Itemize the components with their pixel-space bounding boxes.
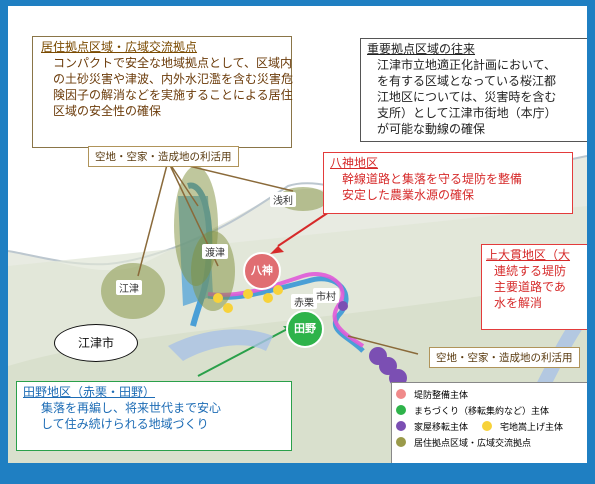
legend-row-base: 居住拠点区域・広域交流拠点 bbox=[396, 434, 587, 450]
city-label: 江津市 bbox=[54, 324, 138, 362]
legend-label-base: 居住拠点区域・広域交流拠点 bbox=[414, 438, 532, 449]
map-panel: 居住拠点区域・広域交流拠点 コンパクトで安全な地域拠点として、区域内 の土砂災害… bbox=[8, 6, 587, 463]
legend-label-raise: 宅地嵩上げ主体 bbox=[500, 422, 564, 433]
kamiouki-line-1: 連続する堤防 bbox=[494, 264, 567, 278]
juyo-line-4: 支所）として江津市街地（本庁） bbox=[377, 106, 557, 120]
hachigami-title: 八神地区 bbox=[330, 156, 379, 170]
hachigami-box: 八神地区 幹線道路と集落を守る堤防を整備 安定した農業水源の確保 bbox=[323, 152, 573, 214]
kyoju-line-4: 区域の安全性の確保 bbox=[53, 104, 162, 118]
juyo-line-2: を有する区域となっている桜江都 bbox=[377, 74, 557, 88]
kyoju-line-1: コンパクトで安全な地域拠点として、区域内 bbox=[53, 56, 293, 70]
land-use-note-right: 空地・空家・造成地の利活用 bbox=[429, 347, 580, 368]
levee-marker-icon bbox=[396, 389, 406, 399]
kyoju-line-3: 険因子の解消などを実施することによる居住 bbox=[53, 88, 293, 102]
kamiouki-line-2: 主要道路であ bbox=[494, 280, 566, 294]
place-gotsu: 江津 bbox=[116, 280, 142, 295]
relocation-marker-icon bbox=[396, 421, 406, 431]
kamiouki-line-3: 水を解消 bbox=[494, 296, 543, 310]
land-use-note-top: 空地・空家・造成地の利活用 bbox=[88, 146, 239, 167]
kamiouki-box: 上大貫地区（大 連続する堤防 主要道路であ 水を解消 bbox=[481, 244, 587, 330]
raise-marker-icon bbox=[482, 421, 493, 431]
hachigami-marker: 八神 bbox=[243, 252, 281, 290]
place-akaguri: 赤栗 bbox=[291, 294, 317, 309]
kyoju-kyoten-title: 居住拠点区域・広域交流拠点 bbox=[41, 40, 198, 54]
legend-label-levee: 堤防整備主体 bbox=[414, 390, 469, 401]
hachigami-line-1: 幹線道路と集落を守る堤防を整備 bbox=[342, 172, 523, 186]
map-legend: 堤防整備主体 まちづくり（移転集約など）主体 家屋移転主体 宅地嵩上げ主体 居住… bbox=[391, 382, 587, 463]
tano-line-1: 集落を再編し、将来世代まで安心 bbox=[41, 401, 222, 415]
legend-row-relocation: 家屋移転主体 宅地嵩上げ主体 bbox=[396, 418, 587, 434]
legend-row-levee: 堤防整備主体 bbox=[396, 386, 587, 402]
kamiouki-title: 上大貫地区（大 bbox=[486, 248, 571, 262]
legend-label-relocation: 家屋移転主体 bbox=[414, 422, 469, 433]
base-area-marker-icon bbox=[396, 437, 406, 447]
juyo-line-3: 江地区については、災害時を含む bbox=[377, 90, 557, 104]
kyoju-kyoten-box: 居住拠点区域・広域交流拠点 コンパクトで安全な地域拠点として、区域内 の土砂災害… bbox=[32, 36, 294, 148]
legend-label-town: まちづくり（移転集約など）主体 bbox=[414, 406, 550, 417]
kyoju-line-2: の土砂災害や津波、内外水氾濫を含む災害危 bbox=[53, 72, 294, 86]
tano-marker: 田野 bbox=[286, 310, 324, 348]
tano-title: 田野地区（赤栗・田野） bbox=[23, 385, 156, 399]
place-ichimura: 市村 bbox=[313, 288, 339, 303]
tano-box: 田野地区（赤栗・田野） 集落を再編し、将来世代まで安心 して住み続けられる地域づ… bbox=[16, 381, 292, 451]
place-asari: 浅利 bbox=[270, 192, 296, 207]
hachigami-line-2: 安定した農業水源の確保 bbox=[342, 188, 475, 202]
place-watazu: 渡津 bbox=[202, 244, 228, 259]
juyo-kyoten-box: 重要拠点区域の往来 江津市立地適正化計画において、 を有する区域となっている桜江… bbox=[360, 38, 587, 142]
juyo-line-5: が可能な動線の確保 bbox=[377, 122, 486, 136]
tano-line-2: して住み続けられる地域づくり bbox=[41, 417, 209, 431]
legend-row-town: まちづくり（移転集約など）主体 bbox=[396, 402, 587, 418]
juyo-line-1: 江津市立地適正化計画において、 bbox=[377, 58, 557, 72]
town-marker-icon bbox=[396, 405, 406, 415]
juyo-kyoten-title: 重要拠点区域の往来 bbox=[367, 42, 476, 56]
